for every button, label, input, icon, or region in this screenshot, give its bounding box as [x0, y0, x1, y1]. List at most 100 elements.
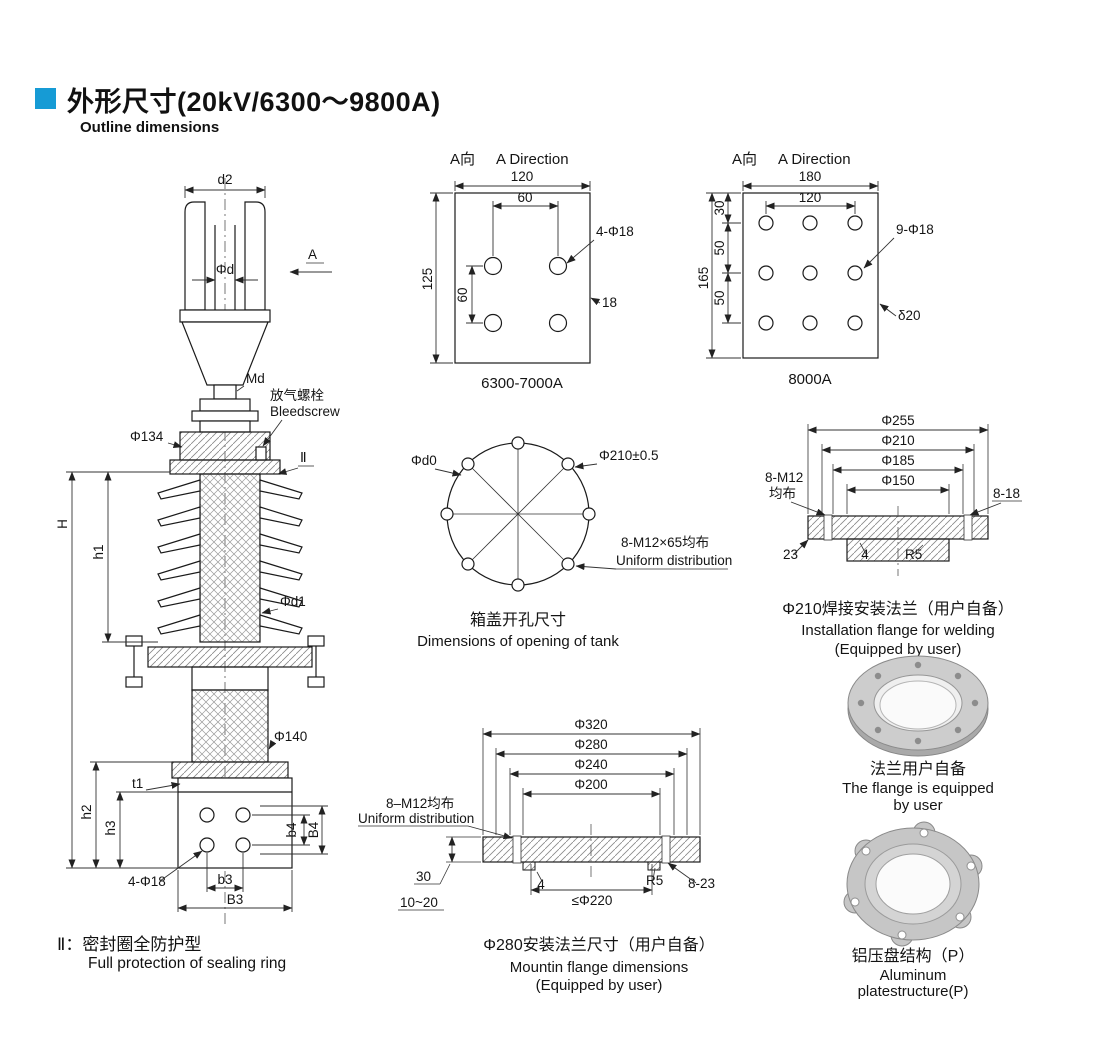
phi-d1-leader: [261, 607, 279, 615]
top-cap: [179, 431, 271, 461]
caption-6300: 6300-7000A: [481, 375, 563, 392]
caption-weldflange-zh: Φ210焊接安装法兰（用户自备）: [782, 600, 1013, 618]
dim-60-left: [466, 265, 483, 324]
dim-phi220: [530, 864, 653, 895]
label-30-leader: [439, 863, 451, 885]
dim-h3: [116, 791, 178, 869]
label-120: 120: [799, 190, 822, 205]
diameter-dims: [482, 730, 701, 798]
label-d2: d2: [217, 172, 232, 187]
plate-8000-holes: [758, 215, 863, 331]
label-bleedscrew-en: Bleedscrew: [270, 404, 340, 419]
aluminum-plate-image: [843, 821, 983, 947]
label-8-23: 8-23: [688, 876, 715, 891]
dim-h1: [102, 471, 158, 643]
phi134-leader: [167, 441, 183, 449]
label-H: H: [55, 519, 70, 529]
label-b3: b3: [217, 872, 232, 887]
plate-6300: [454, 192, 591, 364]
label-r5: R5: [905, 547, 922, 562]
label-phi134: Φ134: [130, 429, 164, 444]
sealing-note-zh: Ⅱ：密封圈全防护型: [57, 935, 202, 954]
label-60-left: 60: [455, 287, 470, 302]
phi210-leader: [574, 462, 598, 470]
taper-section: [181, 321, 269, 400]
label-view-a: A: [308, 247, 317, 262]
label-step4: 4: [537, 877, 545, 892]
label-phi210: Φ210±0.5: [599, 448, 658, 463]
label-30: 30: [712, 200, 727, 215]
label-120: 120: [511, 169, 534, 184]
step4-leader: [536, 871, 544, 884]
label-8m12: 8-M12: [765, 470, 803, 485]
label-a-direction-zh: A向: [450, 151, 475, 168]
label-section-mark: Ⅱ: [300, 450, 307, 465]
label-gap: 10~20: [400, 895, 438, 910]
label-phi255: Φ255: [881, 413, 914, 428]
diameter-dims: [807, 426, 989, 494]
flange-section: [482, 824, 701, 880]
label-60-top: 60: [517, 190, 532, 205]
label-4-phi18: 4-Φ18: [596, 224, 634, 239]
label-phi-d: Φd: [216, 262, 234, 277]
holes-leader: [159, 850, 203, 882]
label-bleedscrew-zh: 放气螺栓: [270, 388, 324, 403]
flange-photo-image: [847, 655, 989, 757]
caption-mountflange-en1: Mountin flange dimensions: [510, 959, 688, 976]
label-bolts-zh: 8–M12均布: [386, 796, 454, 811]
label-23: 23: [783, 547, 798, 562]
base-flange: [171, 761, 289, 779]
phi140-leader: [268, 739, 277, 750]
dim-h2: [90, 761, 172, 869]
label-phi200: Φ200: [574, 777, 607, 792]
bolt-leader: [790, 501, 826, 516]
caption-flangephoto-en1: The flange is equipped: [842, 780, 994, 797]
flange-section: [807, 506, 989, 576]
r5-leader: [912, 544, 924, 555]
label-h3: h3: [103, 820, 118, 835]
label-B3: B3: [227, 892, 244, 907]
t1-leader: [145, 782, 181, 791]
lower-cylinder: [191, 689, 269, 763]
label-b4: b4: [284, 822, 299, 838]
label-180: 180: [799, 169, 822, 184]
label-phi-d0: Φd0: [411, 453, 437, 468]
welding-flange-view: Φ255 Φ210 Φ185 Φ150 8-M12 均布 23 4 R5 8-1…: [765, 413, 1022, 658]
label-bolts-en: Uniform distribution: [358, 811, 474, 826]
dim-d2: [184, 186, 266, 198]
label-phi210: Φ210: [881, 433, 914, 448]
label-a-direction-en: A Direction: [778, 151, 851, 168]
dim-120: [454, 181, 591, 191]
view-a-arrow: A: [289, 247, 332, 276]
dim-120: [765, 201, 856, 214]
label-bottom-holes: 4-Φ18: [128, 874, 166, 889]
caption-mountflange-en2: (Equipped by user): [536, 977, 663, 994]
label-bolts-zh: 8-M12×65均布: [621, 535, 709, 550]
caption-tank-zh: 箱盖开孔尺寸: [470, 611, 566, 629]
label-B4: B4: [306, 821, 321, 838]
label-50b: 50: [712, 290, 727, 305]
label-165: 165: [696, 267, 711, 290]
label-125: 125: [420, 268, 435, 291]
page-title: 外形尺寸(20kV/6300～9800A): [67, 87, 441, 117]
tank-bolt-holes: [440, 436, 596, 592]
label-30: 30: [416, 869, 431, 884]
caption-flangephoto-en2: by user: [893, 797, 942, 814]
joint-section: [191, 666, 269, 691]
label-phi280: Φ280: [574, 737, 607, 752]
label-delta20: δ20: [898, 308, 921, 323]
caption-weldflange-en2: (Equipped by user): [835, 641, 962, 658]
caption-aluminum-zh: 铝压盘结构（P）: [852, 946, 975, 965]
spokes: [447, 443, 589, 585]
flange-photo: 法兰用户自备 The flange is equipped by user: [842, 655, 994, 814]
label-50a: 50: [712, 240, 727, 255]
flange-view-8000: A向 A Direction 180 120 165 30: [696, 151, 934, 388]
caption-aluminum-en2: platestructure(P): [858, 983, 969, 1000]
label-a-direction-en: A Direction: [496, 151, 569, 168]
8-18-leader: [969, 502, 1002, 516]
terminal-clevis: [179, 201, 271, 323]
md-leader: [236, 385, 245, 392]
label-phi320: Φ320: [574, 717, 607, 732]
section-mark: Ⅱ: [277, 450, 314, 475]
